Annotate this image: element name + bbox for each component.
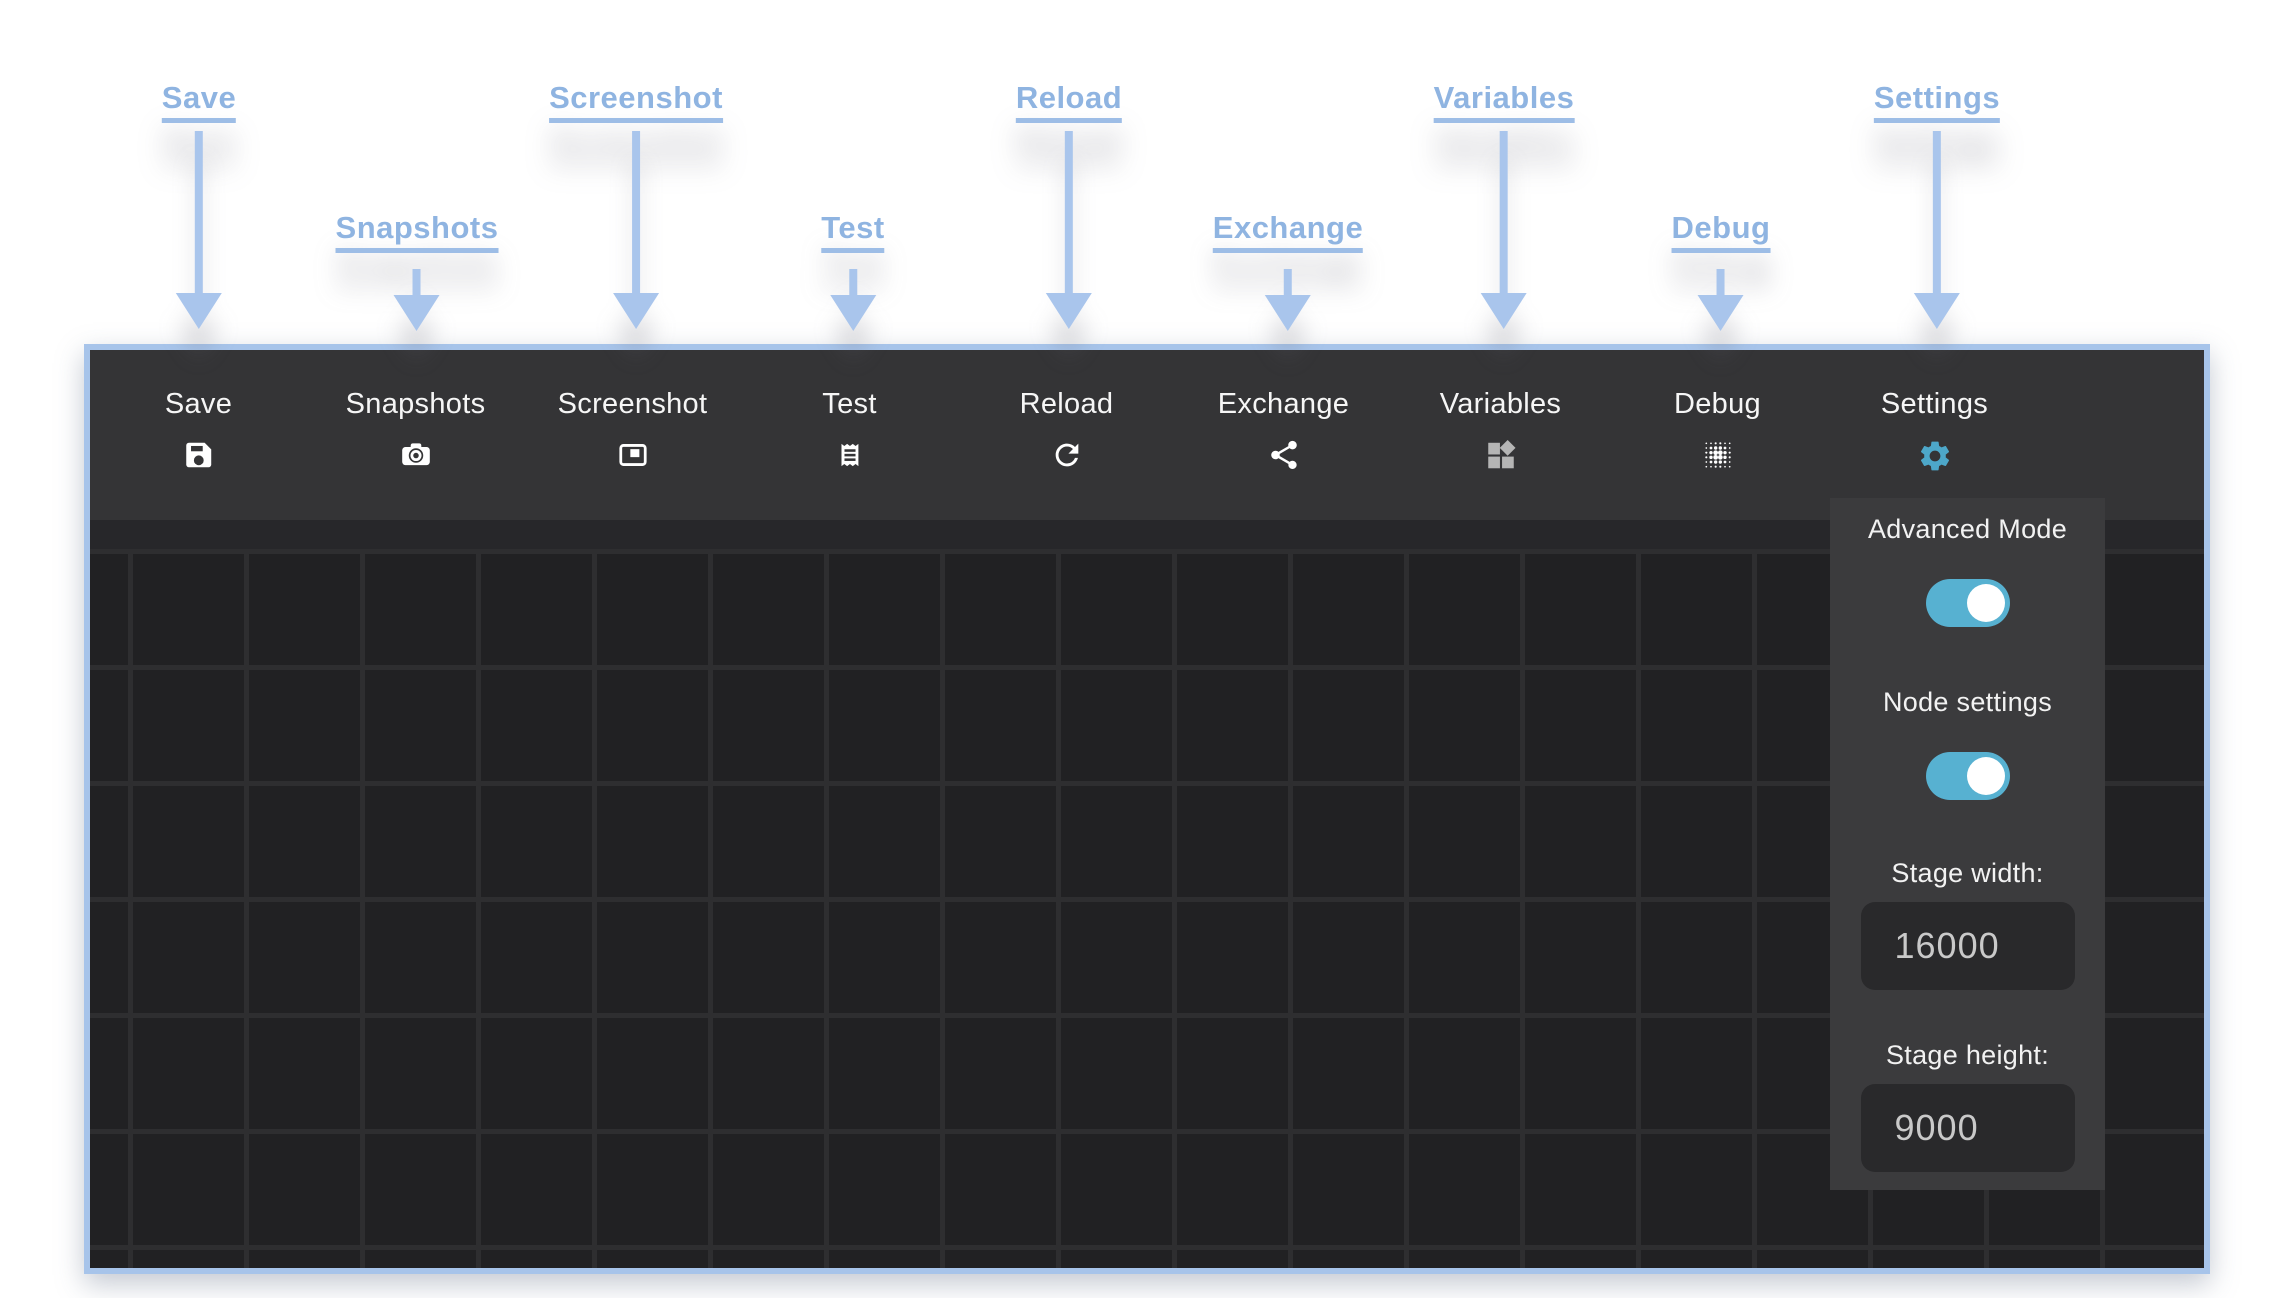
callout-label: Screenshot	[549, 80, 723, 123]
callout-arrow	[848, 269, 857, 295]
reload-icon	[1055, 443, 1078, 467]
toolbar-item-label: Variables	[1439, 388, 1562, 420]
shapes-icon	[1487, 439, 1516, 469]
callout-label: Exchange	[1212, 210, 1364, 253]
callout-screenshot: Screenshot	[549, 80, 723, 293]
advanced-mode-label: Advanced Mode	[1867, 514, 2068, 544]
toolbar: Save Snapshots Screenshot	[90, 350, 2204, 520]
callout-reload: Reload	[1015, 80, 1123, 293]
callout-variables: Variables	[1433, 80, 1575, 293]
toolbar-item-label: Test	[822, 388, 877, 420]
receipt-icon	[841, 443, 858, 467]
callout-arrow	[1500, 131, 1508, 293]
callout-label: Settings	[1873, 80, 2001, 123]
callout-arrow	[1283, 269, 1292, 295]
toolbar-item-debug[interactable]: Debug	[1609, 350, 1826, 520]
callout-label: Snapshots	[335, 210, 499, 253]
toolbar-item-snapshots[interactable]: Snapshots	[307, 350, 524, 520]
settings-panel: Advanced Mode Node settings Stage width:…	[1830, 498, 2105, 1190]
callout-arrow	[632, 131, 640, 293]
dots-grid-icon	[1704, 442, 1731, 468]
callout-label: Variables	[1433, 80, 1575, 123]
callout-save: Save	[161, 80, 237, 293]
callout-arrow	[1064, 131, 1073, 293]
callout-exchange: Exchange	[1212, 210, 1364, 295]
toolbar-item-screenshot[interactable]: Screenshot	[524, 350, 741, 520]
toolbar-item-label: Reload	[1019, 388, 1114, 420]
callout-arrow	[1717, 269, 1725, 295]
callout-label: Test	[821, 210, 885, 253]
camera-icon	[401, 443, 430, 466]
stage-height-label: Stage height:	[1885, 1040, 2050, 1070]
toolbar-item-label: Exchange	[1217, 388, 1350, 420]
toolbar-item-label: Settings	[1880, 388, 1989, 420]
share-icon	[1270, 440, 1297, 470]
toolbar-item-settings[interactable]: Settings	[1826, 350, 2043, 520]
toolbar-item-save[interactable]: Save	[90, 350, 307, 520]
toggle-knob	[1966, 757, 2005, 795]
callout-label: Debug	[1671, 210, 1771, 253]
save-icon	[185, 442, 211, 468]
toolbar-item-exchange[interactable]: Exchange	[1175, 350, 1392, 520]
advanced-mode-toggle[interactable]	[1925, 579, 2010, 627]
toolbar-item-test[interactable]: Test	[741, 350, 958, 520]
stage-height-input[interactable]	[1860, 1084, 2075, 1172]
callout-arrow	[195, 131, 203, 293]
callout-arrow	[1932, 131, 1941, 293]
callout-label: Save	[161, 80, 237, 123]
toolbar-item-label: Screenshot	[557, 388, 708, 420]
stage-width-input[interactable]	[1860, 902, 2075, 990]
toggle-knob	[1966, 584, 2005, 622]
callout-settings: Settings	[1873, 80, 2001, 293]
toolbar-item-label: Snapshots	[345, 388, 486, 420]
callout-label: Reload	[1015, 80, 1123, 123]
gear-icon	[1920, 441, 1949, 471]
node-settings-label: Node settings	[1883, 687, 2052, 717]
toolbar-item-reload[interactable]: Reload	[958, 350, 1175, 520]
node-settings-toggle[interactable]	[1925, 752, 2010, 800]
callout-debug: Debug	[1671, 210, 1771, 295]
toolbar-item-label: Save	[164, 388, 233, 420]
editor-frame: Save Snapshots Screenshot	[84, 344, 2210, 1274]
toolbar-item-label: Debug	[1674, 388, 1761, 420]
callout-snapshots: Snapshots	[335, 210, 499, 295]
screenshot-icon	[618, 444, 647, 466]
toolbar-item-variables[interactable]: Variables	[1392, 350, 1609, 520]
stage-width-label: Stage width:	[1891, 858, 2044, 888]
callout-arrow	[413, 269, 421, 295]
callout-test: Test	[821, 210, 885, 295]
